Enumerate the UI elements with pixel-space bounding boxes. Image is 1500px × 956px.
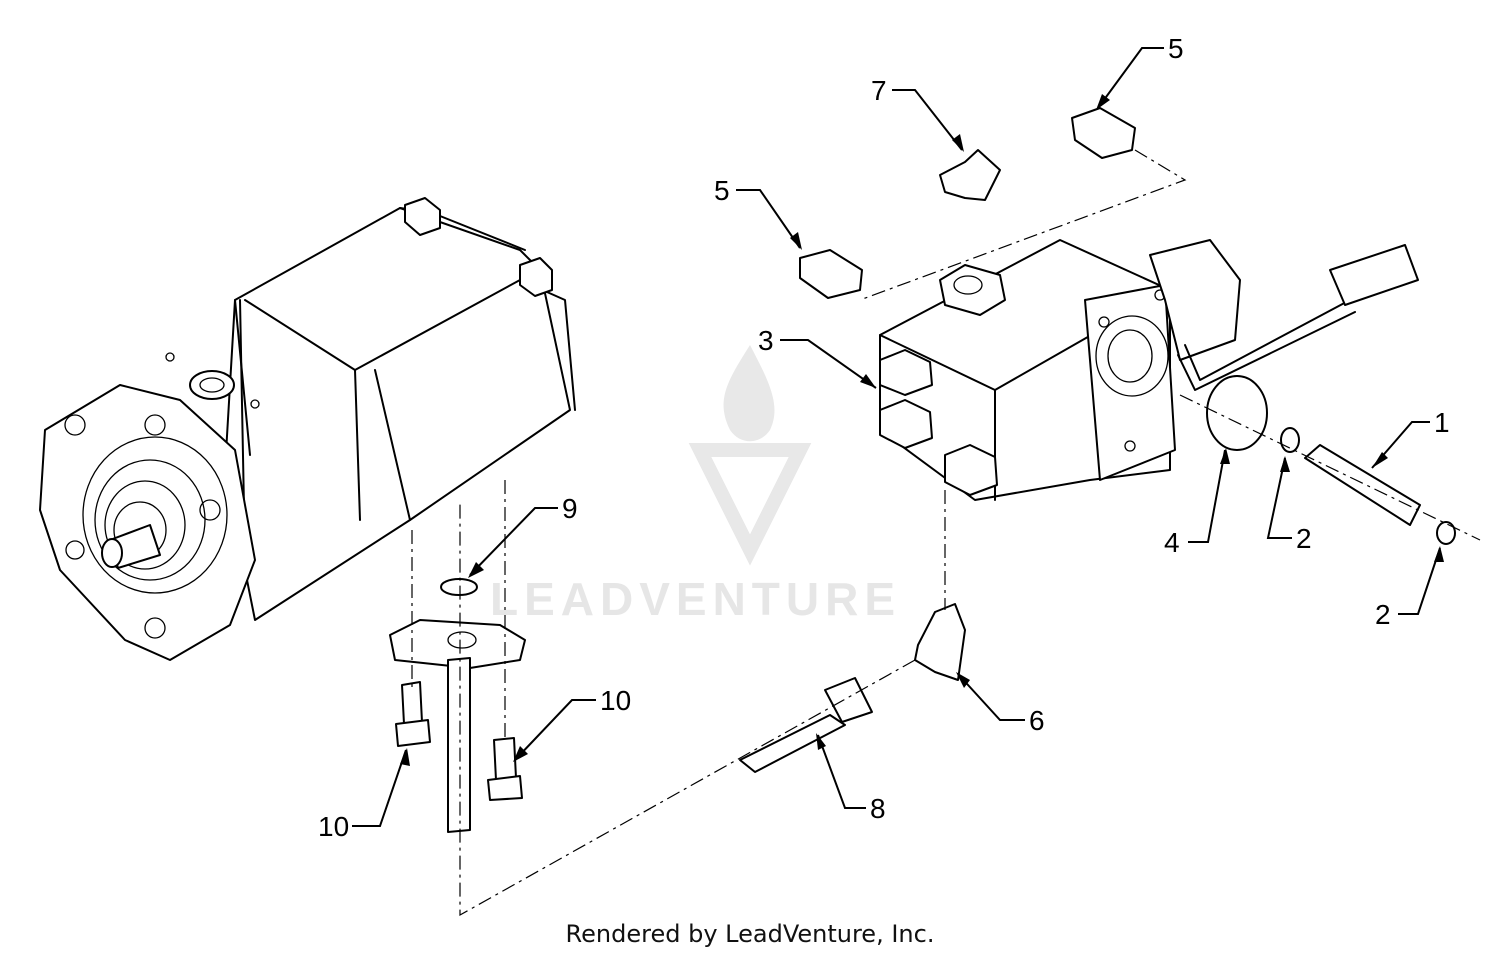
callout-label: 3 [758, 325, 774, 356]
callout-label: 10 [600, 685, 631, 716]
fitting-5-left [799, 249, 863, 299]
callout-3: 3 [758, 325, 877, 389]
callout-10-left: 10 [318, 748, 410, 842]
callout-9: 9 [468, 493, 578, 578]
center-lines [411, 149, 1481, 917]
callout-5-right: 5 [1096, 33, 1184, 110]
callout-7: 7 [871, 75, 964, 152]
callout-label: 5 [714, 175, 730, 206]
callout-label: 6 [1029, 705, 1045, 736]
o-ring-2a [1280, 427, 1300, 453]
callout-8: 8 [816, 733, 886, 824]
callout-10-right: 10 [513, 685, 631, 762]
flange-adapter [389, 619, 526, 833]
callout-label: 1 [1434, 407, 1450, 438]
elbow-fitting-7 [939, 149, 1001, 201]
control-valve [879, 239, 1419, 501]
callout-1: 1 [1371, 407, 1450, 469]
hydraulic-pump [39, 197, 576, 661]
callout-label: 4 [1164, 527, 1180, 558]
callout-label: 8 [870, 793, 886, 824]
o-ring-4 [1206, 375, 1268, 451]
callout-label: 10 [318, 811, 349, 842]
callout-label: 7 [871, 75, 887, 106]
spool-pin-1 [1304, 444, 1421, 526]
o-ring-2b [1436, 521, 1456, 545]
o-ring-9 [440, 578, 478, 596]
bolt-10-left [395, 681, 431, 747]
callout-label: 5 [1168, 33, 1184, 64]
callout-label: 9 [562, 493, 578, 524]
callout-2-upper: 2 [1266, 456, 1312, 554]
callout-label: 2 [1296, 523, 1312, 554]
flame-v-logo-icon [688, 345, 812, 566]
fitting-5-right [1071, 107, 1136, 159]
callout-6: 6 [956, 672, 1045, 736]
callout-label: 2 [1375, 599, 1391, 630]
watermark-text: LEADVENTURE [490, 573, 901, 625]
callout-4: 4 [1164, 448, 1230, 558]
bolt-10-right [487, 737, 523, 801]
hose-8 [739, 677, 873, 773]
callout-5-left: 5 [714, 175, 802, 250]
elbow-fitting-6 [914, 603, 966, 681]
watermark: LEADVENTURE [490, 345, 901, 625]
callout-2-lower: 2 [1375, 546, 1444, 630]
rendered-by-footer: Rendered by LeadVenture, Inc. [565, 920, 935, 948]
